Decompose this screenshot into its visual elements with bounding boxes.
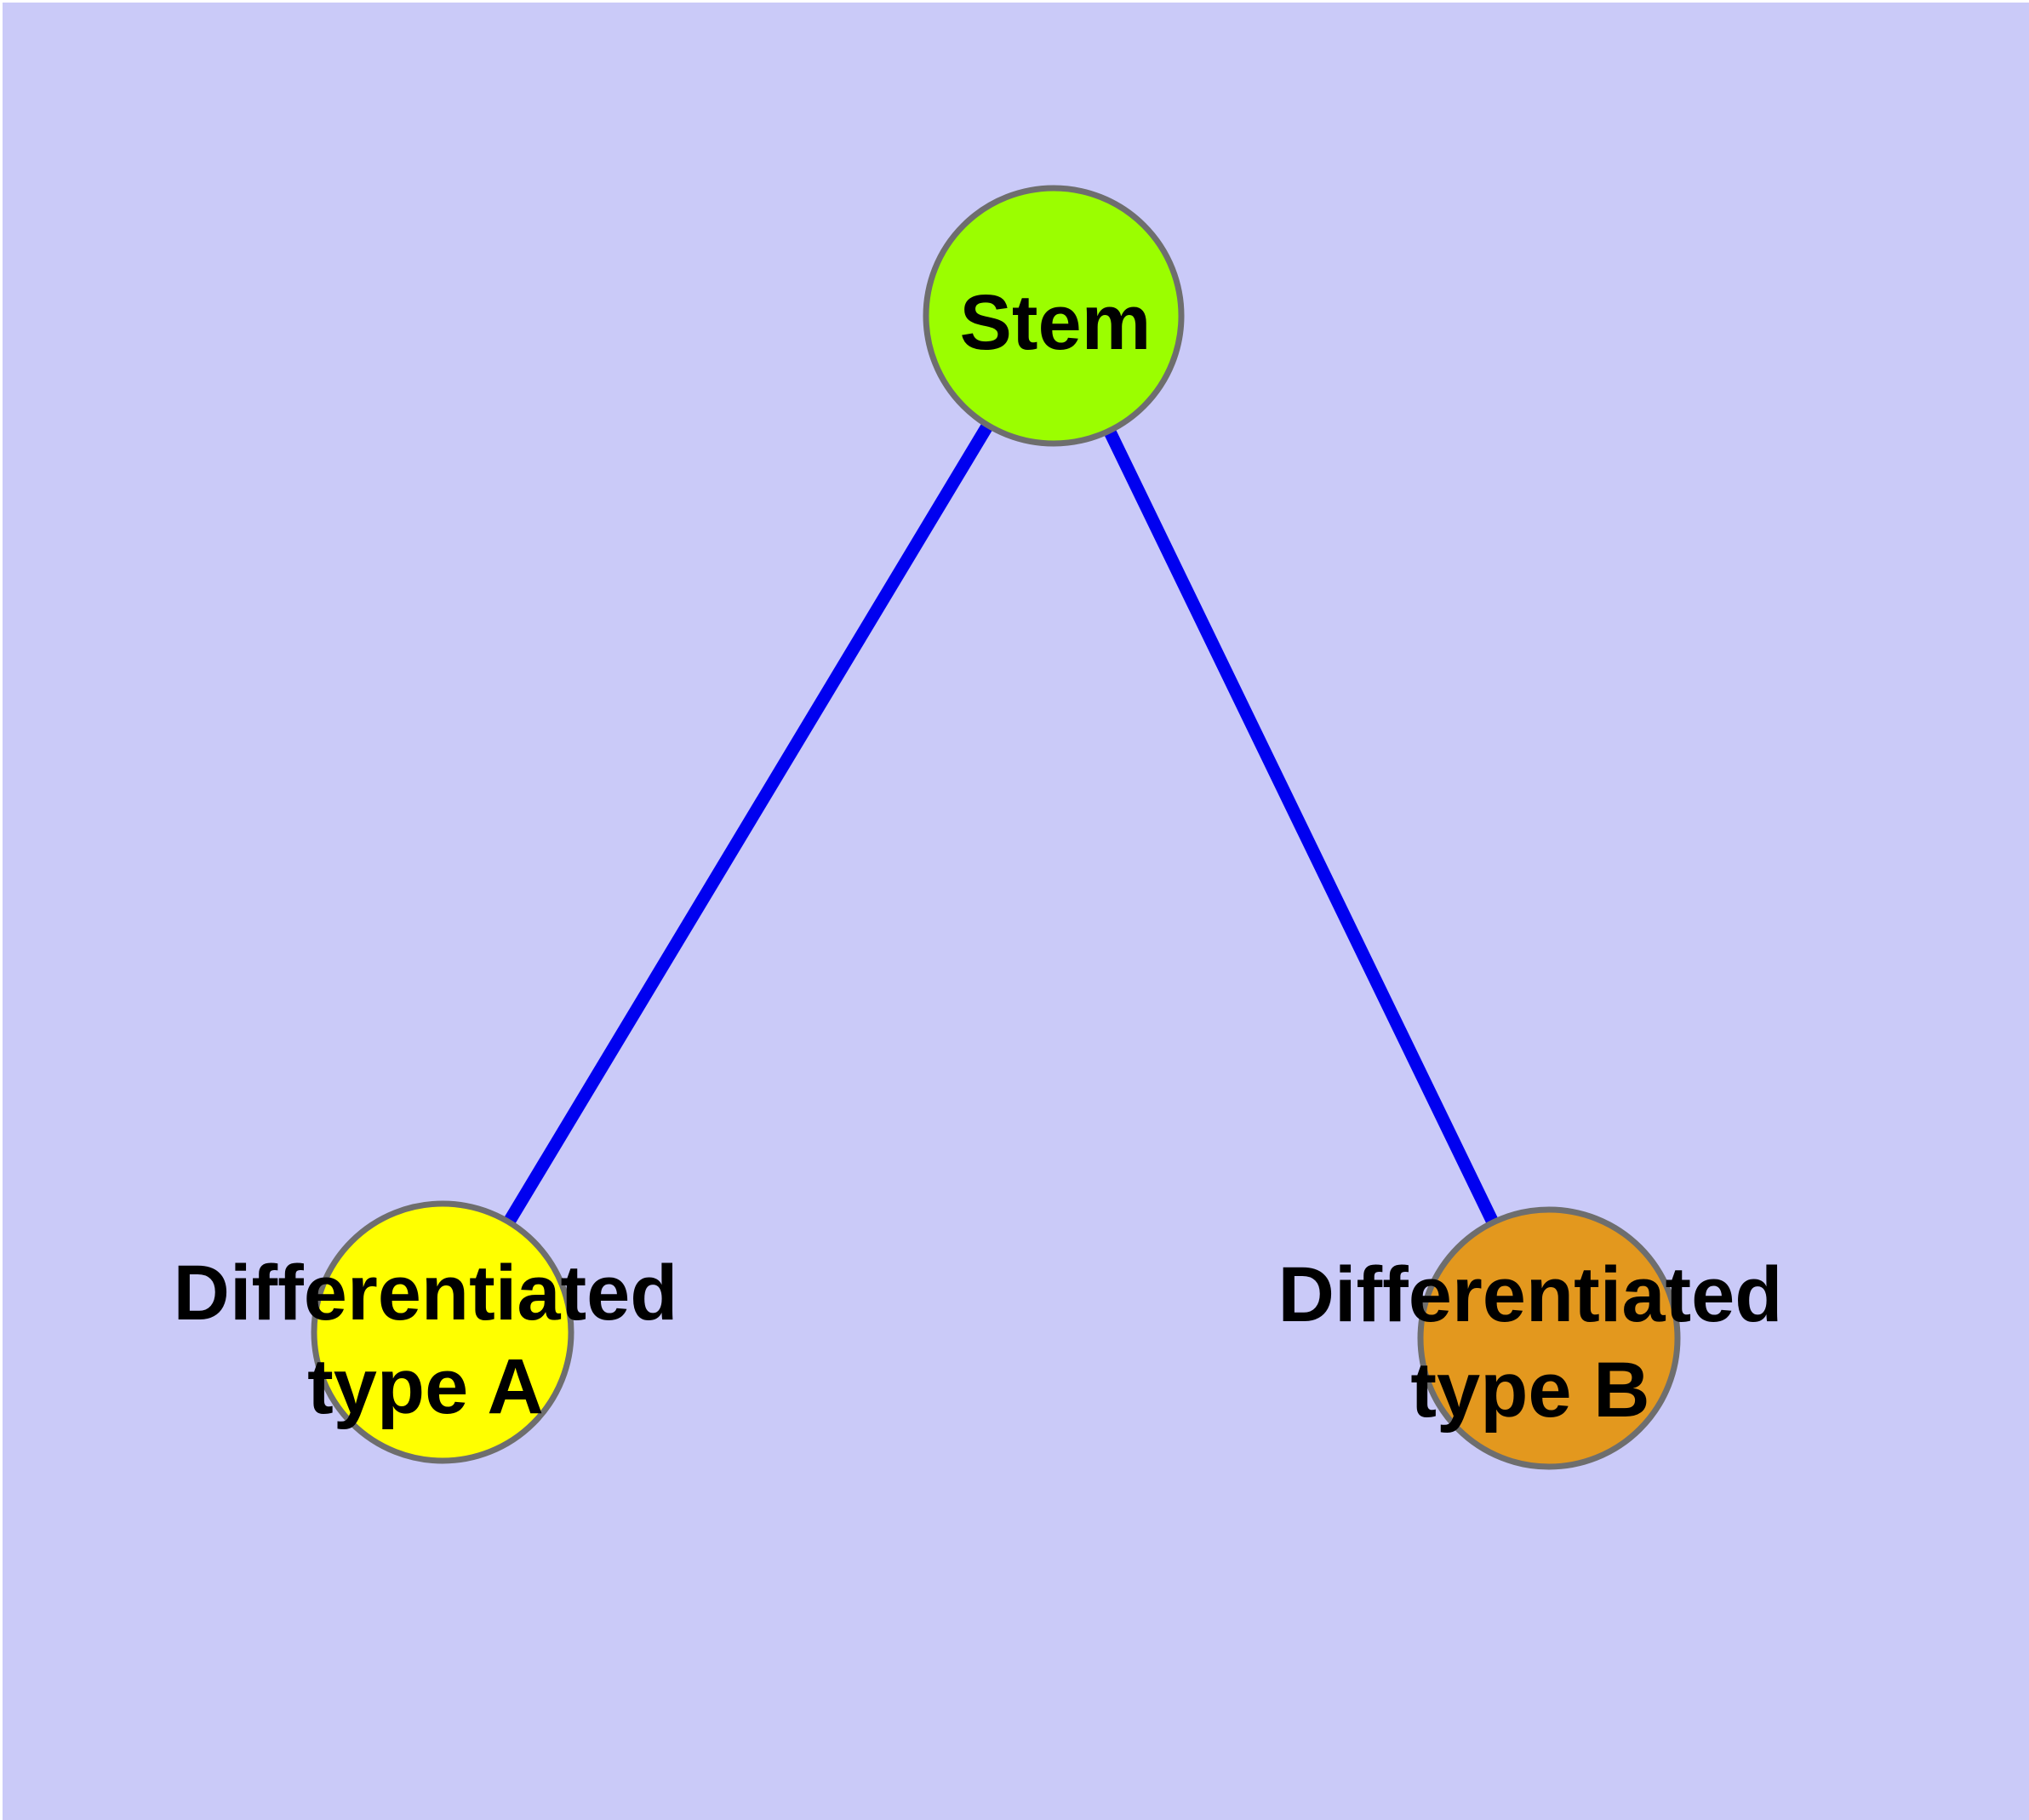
node-differentiated-type-a bbox=[311, 1200, 574, 1464]
node-stem bbox=[923, 185, 1185, 447]
node-stem-label: Stem bbox=[960, 279, 1152, 366]
node-type-b-label-line1: Differentiated bbox=[1278, 1251, 1783, 1338]
edge-stem-to-type-a bbox=[437, 312, 1060, 1336]
page-top-edge bbox=[0, 0, 2029, 3]
node-type-a-label-line1: Differentiated bbox=[174, 1250, 678, 1336]
node-type-a-label-line2: type A bbox=[307, 1343, 544, 1430]
node-type-b-label-line2: type B bbox=[1410, 1347, 1649, 1434]
page-left-edge bbox=[0, 0, 3, 1820]
edge-stem-to-type-b bbox=[1048, 312, 1555, 1342]
node-differentiated-type-b bbox=[1417, 1206, 1681, 1470]
